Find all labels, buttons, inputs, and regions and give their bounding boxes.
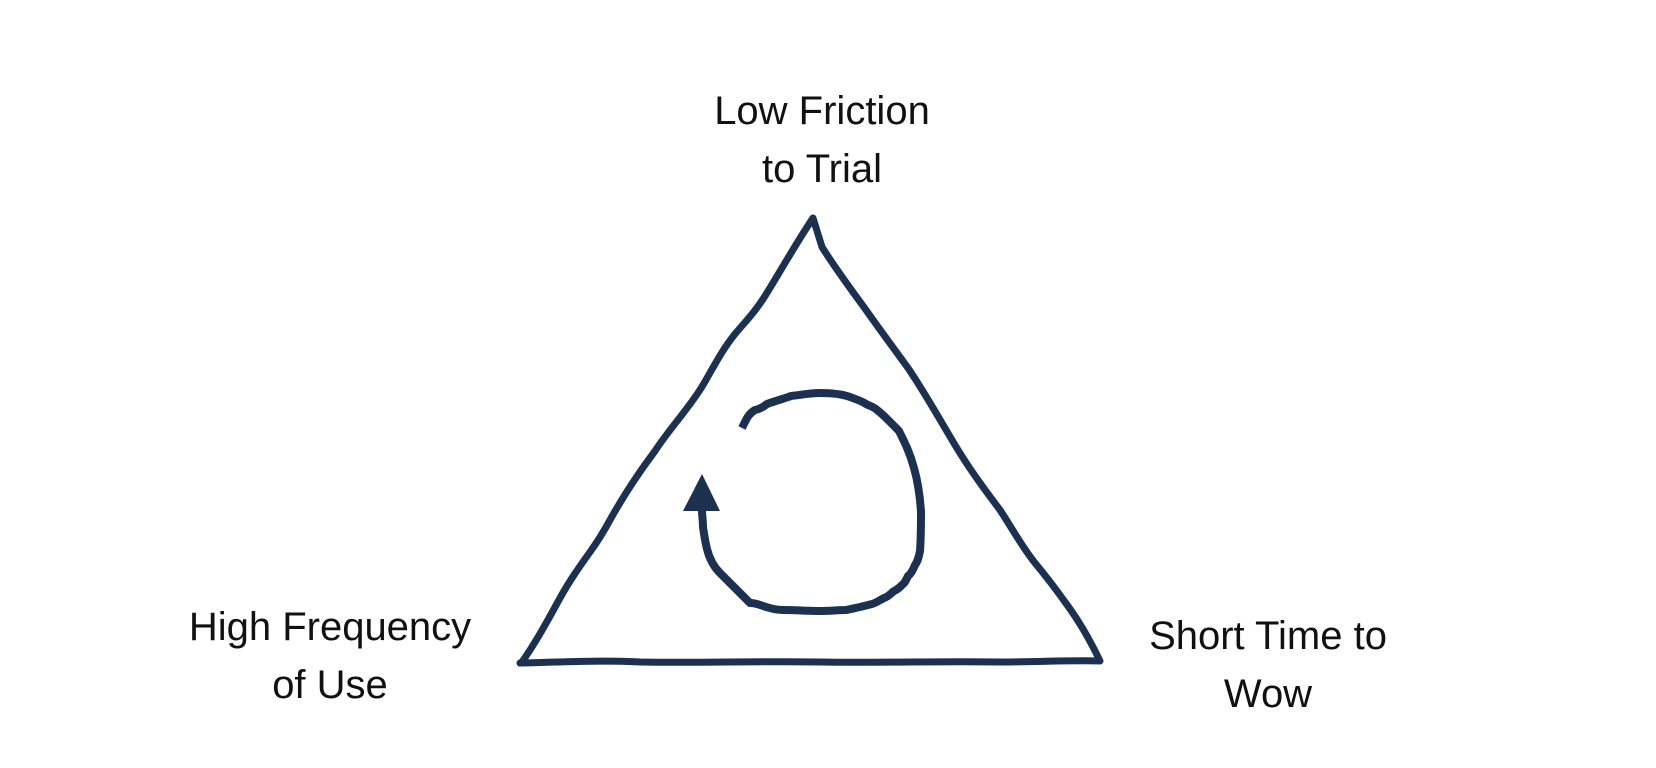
triangle-outline bbox=[516, 214, 1104, 667]
cycle-arrowhead bbox=[683, 474, 720, 511]
vertex-label-top-line2: to Trial bbox=[761, 147, 883, 191]
vertex-label-bottom-right-line1: Short Time to bbox=[1149, 614, 1387, 658]
vertex-label-bottom-right: Short Time to Wow bbox=[1068, 607, 1468, 723]
vertex-label-top-line1: Low Friction bbox=[714, 89, 930, 133]
vertex-label-bottom-left-line1: High Frequency bbox=[188, 605, 472, 649]
vertex-label-bottom-left: High Frequency of Use bbox=[130, 598, 530, 714]
vertex-label-top: Low Friction to Trial bbox=[622, 82, 1022, 198]
vertex-label-bottom-left-line2: of Use bbox=[272, 663, 388, 707]
vertex-label-bottom-right-line2: Wow bbox=[1223, 672, 1313, 716]
cycle-arrow-path bbox=[698, 389, 925, 615]
